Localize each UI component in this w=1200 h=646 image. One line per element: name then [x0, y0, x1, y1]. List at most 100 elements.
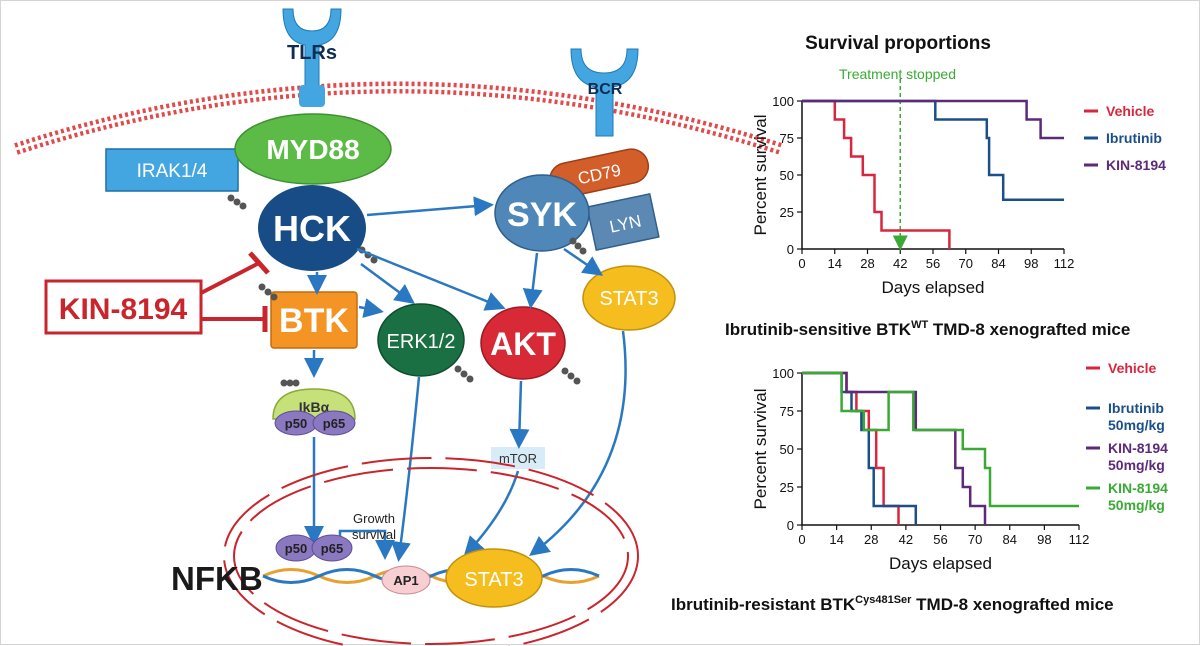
irak-label: IRAK1/4 [137, 161, 208, 182]
y-tick-label: 25 [780, 205, 794, 220]
lyn-box [586, 192, 660, 252]
syk-label: SYK [507, 196, 577, 234]
series-line-2 [802, 371, 987, 525]
akt-phospho [561, 367, 581, 385]
chart1-subtitle: Ibrutinib-sensitive BTKWT TMD-8 xenograf… [725, 319, 1130, 339]
x-tick-label: 84 [1003, 532, 1017, 547]
btk-phospho [258, 283, 278, 301]
x-tick-label: 98 [1037, 532, 1051, 547]
survival-label: survival [352, 527, 396, 542]
bcr-receptor-shape [570, 48, 639, 137]
x-tick-label: 84 [991, 256, 1005, 271]
p65-node [312, 410, 356, 436]
mtor-label: mTOR [499, 451, 537, 466]
legend-label-line: KIN-8194 [1106, 157, 1166, 173]
y-tick-label: 0 [787, 242, 794, 257]
akt-label: AKT [490, 326, 556, 362]
dna [262, 568, 600, 584]
x-tick-label: 56 [933, 532, 947, 547]
treatment-stopped-label: Treatment stopped [839, 66, 956, 82]
signal-arrows [304, 196, 627, 562]
x-tick-label: 42 [899, 532, 913, 547]
p65-label: p65 [323, 416, 345, 431]
irak-phospho [227, 194, 247, 210]
legend-label-line: KIN-8194 [1108, 440, 1168, 456]
y-tick-label: 50 [780, 168, 794, 183]
legend-label-line: 50mg/kg [1108, 457, 1165, 473]
erk-node [377, 303, 465, 377]
ap1-node [381, 565, 431, 595]
legend-label-line: 50mg/kg [1108, 417, 1165, 433]
x-tick-label: 0 [798, 532, 805, 547]
x-tick-label: 14 [828, 256, 842, 271]
legend-label-line: Vehicle [1108, 360, 1156, 376]
x-tick-label: 70 [959, 256, 973, 271]
p65-nuc-node [311, 534, 353, 562]
legend-label-1: Ibrutinib [1106, 130, 1162, 146]
p50-label: p50 [285, 416, 307, 431]
legend-label-line: Ibrutinib [1108, 400, 1164, 416]
chart2-subtitle: Ibrutinib-resistant BTKCys481Ser TMD-8 x… [671, 594, 1114, 614]
series-line-3 [802, 371, 1079, 508]
ikba-label: IkBα [299, 399, 330, 415]
x-tick-label: 70 [968, 532, 982, 547]
growth-label: Growth [353, 511, 395, 526]
legend-label-0: Vehicle [1108, 360, 1156, 376]
pathway-diagram: TLRs BCR IRAK1/4 MYD88 HCK CD79 LYN SYK [14, 8, 783, 646]
myd88-node [234, 113, 392, 185]
legend-label-line: Vehicle [1106, 103, 1154, 119]
x-tick-label: 42 [893, 256, 907, 271]
legend-label-line: Ibrutinib [1106, 130, 1162, 146]
x-tick-label: 14 [829, 532, 843, 547]
p50-nuc-label: p50 [285, 541, 307, 556]
y-axis-label: Percent survival [751, 115, 770, 236]
survival-chart-sensitive: Survival proportions Treatment stopped 0… [725, 33, 1166, 339]
bcr-label: BCR [588, 81, 623, 98]
btk-label: BTK [279, 302, 349, 340]
nucleus [223, 457, 639, 646]
kin8194-box [44, 279, 203, 335]
chart-title: Survival proportions [805, 33, 991, 54]
kin8194-label: KIN-8194 [59, 293, 188, 326]
series-line-0 [802, 99, 951, 249]
legend-label-line: KIN-8194 [1108, 480, 1168, 496]
x-axis-label: Days elapsed [889, 554, 992, 573]
legend-label-line: 50mg/kg [1108, 497, 1165, 513]
x-axis-label: Days elapsed [881, 278, 984, 297]
y-tick-label: 75 [780, 131, 794, 146]
stat3-top-label: STAT3 [599, 288, 658, 310]
x-tick-label: 28 [860, 256, 874, 271]
y-axis-label: Percent survival [751, 389, 770, 510]
x-tick-label: 112 [1069, 532, 1090, 547]
tlr-stem [299, 85, 325, 107]
series-line-2 [802, 99, 1064, 140]
syk-phospho [569, 237, 587, 255]
inhibit-hck-bar [248, 251, 270, 275]
hck-label: HCK [273, 208, 351, 249]
legend-label-0: Vehicle [1106, 103, 1154, 119]
y-tick-label: 100 [772, 366, 794, 381]
syk-node [494, 174, 590, 252]
legend-label-2: KIN-8194 [1106, 157, 1166, 173]
erk-phospho [454, 365, 474, 383]
p65-nuc-label: p65 [321, 541, 343, 556]
erk-label: ERK1/2 [387, 331, 456, 353]
series-line-1 [802, 371, 918, 525]
y-tick-label: 100 [772, 94, 794, 109]
x-tick-label: 0 [798, 256, 805, 271]
x-tick-label: 98 [1024, 256, 1038, 271]
y-tick-label: 25 [780, 480, 794, 495]
y-tick-label: 75 [780, 404, 794, 419]
myd88-label: MYD88 [266, 134, 359, 165]
ikba-phospho [280, 379, 300, 387]
nfkb-label: NFKB [171, 560, 263, 597]
x-tick-label: 28 [864, 532, 878, 547]
x-tick-label: 112 [1054, 256, 1075, 271]
ap1-label: AP1 [393, 573, 418, 588]
series-line-1 [802, 99, 1064, 201]
